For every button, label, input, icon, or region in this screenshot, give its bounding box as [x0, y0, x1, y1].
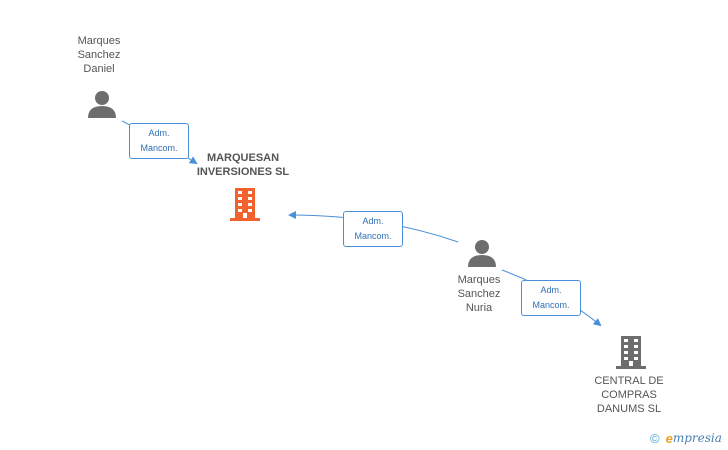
building-icon[interactable]	[615, 334, 647, 370]
node-label-nuria: Marques Sanchez Nuria	[438, 273, 520, 315]
node-label-line: Daniel	[83, 63, 115, 75]
edge-label-line: Mancom.	[532, 300, 570, 310]
node-label-line: INVERSIONES SL	[196, 166, 290, 178]
node-label-line: MARQUESAN	[206, 152, 280, 164]
node-label-line: Marques	[77, 35, 121, 47]
edge-label-line: Adm.	[148, 128, 170, 138]
node-label-line: Marques	[457, 274, 501, 286]
node-label-line: Nuria	[465, 302, 493, 314]
node-label-central: CENTRAL DE COMPRAS DANUMS SL	[582, 374, 676, 416]
brand-name: mpresia	[672, 431, 722, 445]
edge-label-nuria-marquesan[interactable]: Adm. Mancom.	[343, 211, 403, 247]
node-label-line: Sanchez	[457, 288, 501, 300]
node-label-line: Sanchez	[77, 49, 121, 61]
copyright-symbol: ©	[650, 430, 660, 446]
edge-label-line: Adm.	[362, 216, 384, 226]
building-icon[interactable]	[229, 186, 261, 222]
person-icon[interactable]	[467, 238, 497, 268]
node-label-line: DANUMS SL	[596, 403, 662, 415]
node-label-daniel: Marques Sanchez Daniel	[58, 34, 140, 76]
node-label-line: CENTRAL DE	[594, 375, 664, 387]
edge-label-daniel-marquesan[interactable]: Adm. Mancom.	[129, 123, 189, 159]
brand-e: e	[665, 430, 673, 446]
edge-label-line: Adm.	[540, 285, 562, 295]
empresia-logo: © e mpresia	[650, 429, 722, 447]
edge-label-nuria-central[interactable]: Adm. Mancom.	[521, 280, 581, 316]
node-label-marquesan: MARQUESAN INVERSIONES SL	[178, 151, 308, 179]
edge-label-line: Mancom.	[140, 143, 178, 153]
node-label-line: COMPRAS	[601, 389, 657, 401]
edge-label-line: Mancom.	[354, 231, 392, 241]
person-icon[interactable]	[87, 89, 117, 119]
